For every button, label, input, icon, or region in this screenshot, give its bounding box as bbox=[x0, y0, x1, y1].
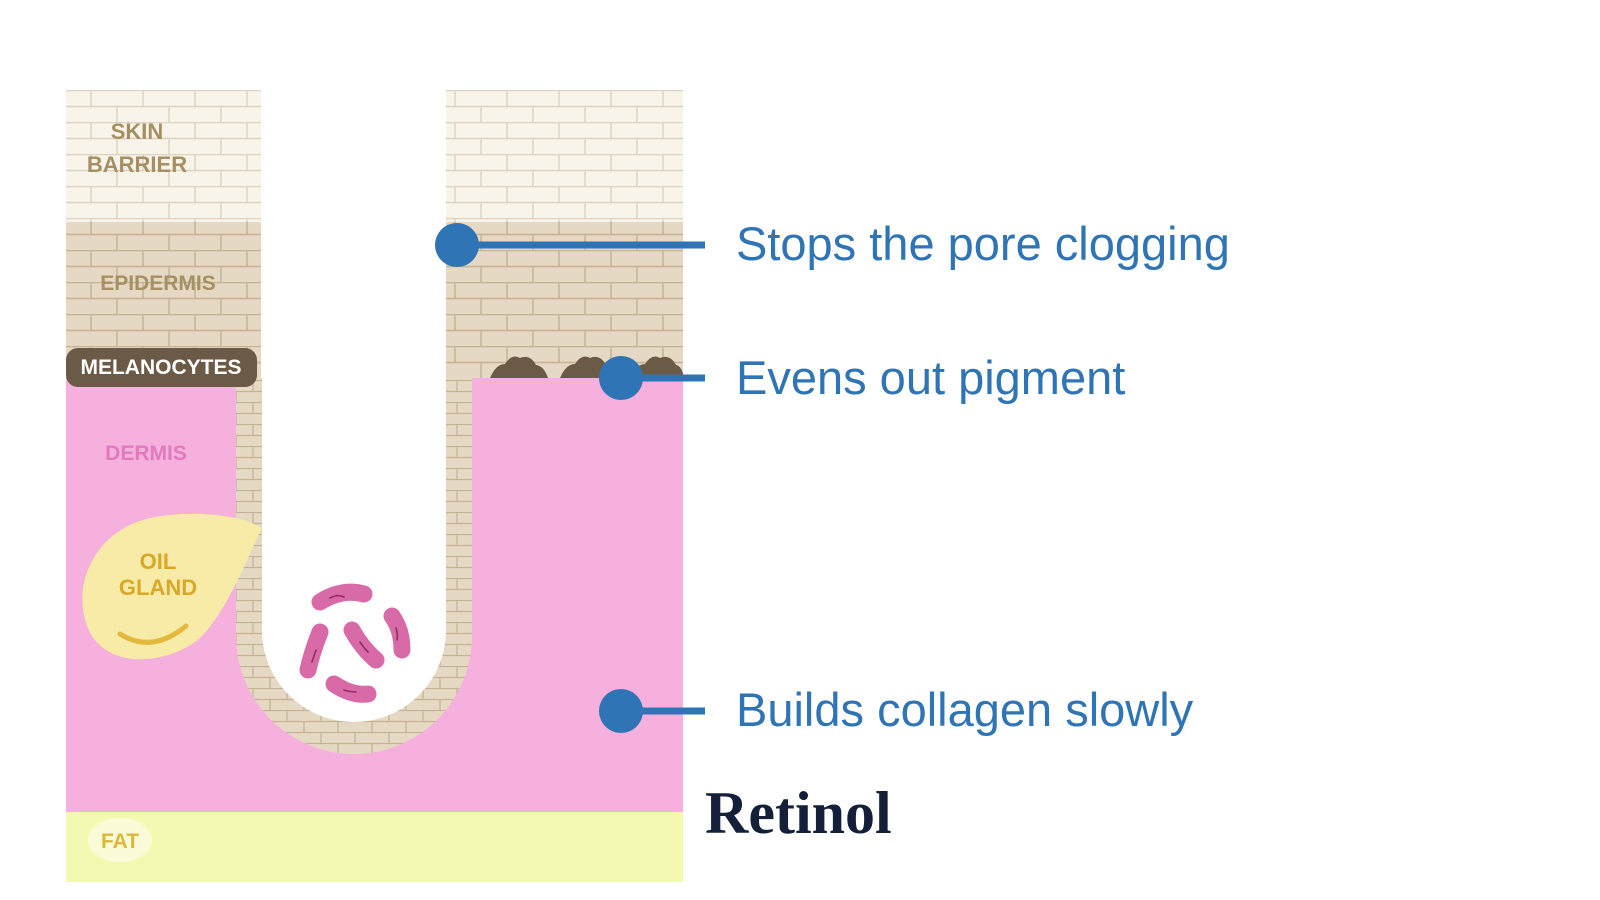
bacteria-group bbox=[299, 583, 411, 703]
melanocyte-bump bbox=[490, 356, 548, 378]
oil-gland-smile bbox=[117, 623, 189, 645]
oil-gland-label-line1: OIL bbox=[140, 549, 177, 574]
bacterium bbox=[299, 623, 329, 679]
epidermis-label: EPIDERMIS bbox=[100, 272, 216, 295]
callout-connector-3 bbox=[599, 689, 705, 733]
skin-barrier-label-line1: SKIN bbox=[111, 119, 164, 144]
dermis-label: DERMIS bbox=[105, 442, 187, 465]
melanocyte-bump bbox=[630, 356, 684, 378]
callout-builds-collagen: Builds collagen slowly bbox=[736, 683, 1194, 736]
skin-barrier-right bbox=[441, 90, 683, 222]
fat-label: FAT bbox=[101, 830, 139, 853]
callout-stops-pore-clogging: Stops the pore clogging bbox=[736, 217, 1230, 270]
oil-gland bbox=[82, 513, 262, 660]
skin-barrier-left bbox=[66, 90, 261, 222]
fat-layer bbox=[66, 812, 683, 882]
fat-label-bg bbox=[88, 818, 152, 862]
callout-connector-2 bbox=[599, 356, 705, 400]
bacterium bbox=[383, 607, 411, 659]
oil-gland-label-line2: GLAND bbox=[119, 575, 197, 600]
melanocytes-pill bbox=[66, 348, 257, 387]
melanocytes-label: MELANOCYTES bbox=[80, 356, 241, 379]
pore-opening bbox=[262, 90, 446, 722]
callout-connector-1 bbox=[435, 223, 705, 267]
skin-barrier-label-line2: BARRIER bbox=[87, 152, 187, 177]
diagram-title: Retinol bbox=[705, 780, 892, 846]
callout-evens-out-pigment: Evens out pigment bbox=[736, 351, 1126, 404]
bacterium bbox=[311, 583, 373, 611]
